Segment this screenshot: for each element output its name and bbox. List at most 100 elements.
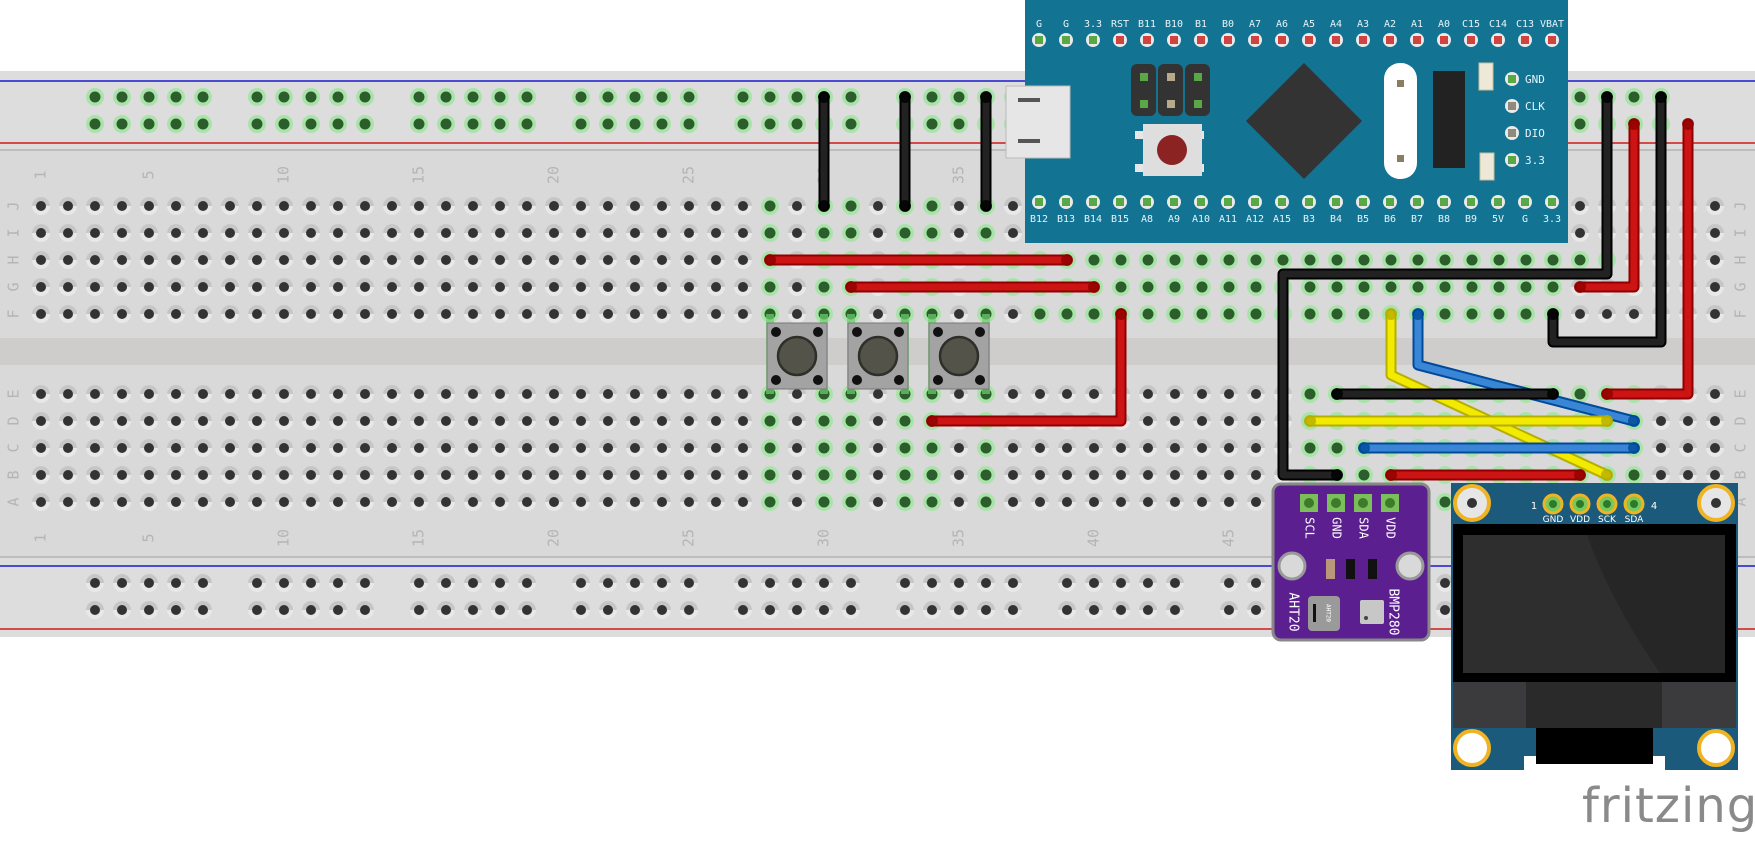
hole-J12[interactable] [329,197,347,215]
hole-G56[interactable] [1517,278,1535,296]
top-rail-hole[interactable] [356,88,374,106]
hole-C42[interactable] [1139,439,1157,457]
hole-I18[interactable] [491,224,509,242]
hole-C9[interactable] [248,439,266,457]
hole-B19[interactable] [518,466,536,484]
hole-H40[interactable] [1085,251,1103,269]
hole-D4[interactable] [113,412,131,430]
hole-D8[interactable] [221,412,239,430]
hole-F37[interactable] [1004,305,1022,323]
hole-A21[interactable] [572,493,590,511]
pin-g[interactable] [1062,36,1070,44]
hole-F26[interactable] [707,305,725,323]
top-rail-hole[interactable] [491,88,509,106]
wire-end[interactable] [818,200,830,212]
hole-D32[interactable] [869,412,887,430]
hole-E13[interactable] [356,385,374,403]
hole-B1[interactable] [32,466,50,484]
hole-C62[interactable] [1679,439,1697,457]
hole-C34[interactable] [923,439,941,457]
boot-jumper-header[interactable] [1131,64,1210,116]
debug-pin-clk[interactable] [1508,102,1516,110]
hole-J17[interactable] [464,197,482,215]
hole-E44[interactable] [1193,385,1211,403]
top-rail-hole[interactable] [734,115,752,133]
hole-C44[interactable] [1193,439,1211,457]
bottom-rail-hole[interactable] [464,601,482,619]
hole-I2[interactable] [59,224,77,242]
bottom-rail-hole[interactable] [1085,574,1103,592]
bottom-rail-hole[interactable] [788,601,806,619]
pin-3.3[interactable] [1548,198,1556,206]
hole-A20[interactable] [545,493,563,511]
wire-end[interactable] [1331,469,1343,481]
hole-H3[interactable] [86,251,104,269]
pin-c13[interactable] [1521,36,1529,44]
hole-I9[interactable] [248,224,266,242]
top-rail-hole[interactable] [491,115,509,133]
hole-I19[interactable] [518,224,536,242]
wire-core[interactable] [1576,120,1638,291]
wire-end[interactable] [1655,91,1667,103]
wire-11[interactable] [1385,308,1613,481]
bottom-rail-hole[interactable] [356,601,374,619]
hole-H16[interactable] [437,251,455,269]
top-rail-hole[interactable] [140,115,158,133]
hole-J37[interactable] [1004,197,1022,215]
hole-H5[interactable] [140,251,158,269]
hole-G27[interactable] [734,278,752,296]
hole-H22[interactable] [599,251,617,269]
hole-F50[interactable] [1355,305,1373,323]
pin-a6[interactable] [1278,36,1286,44]
hole-H8[interactable] [221,251,239,269]
hole-B60[interactable] [1625,466,1643,484]
wire-1[interactable] [818,91,830,212]
hole-C33[interactable] [896,439,914,457]
hole-D46[interactable] [1247,412,1265,430]
hole-E42[interactable] [1139,385,1157,403]
pin-a7[interactable] [1251,36,1259,44]
hole-J35[interactable] [950,197,968,215]
top-rail-hole[interactable] [329,115,347,133]
hole-C15[interactable] [410,439,428,457]
hole-B7[interactable] [194,466,212,484]
top-rail-hole[interactable] [275,115,293,133]
hole-G5[interactable] [140,278,158,296]
hole-E38[interactable] [1031,385,1049,403]
hole-D62[interactable] [1679,412,1697,430]
top-rail-hole[interactable] [923,88,941,106]
hole-G22[interactable] [599,278,617,296]
wire-end[interactable] [1628,118,1640,130]
hole-F6[interactable] [167,305,185,323]
hole-B21[interactable] [572,466,590,484]
hole-H49[interactable] [1328,251,1346,269]
hole-H55[interactable] [1490,251,1508,269]
hole-A26[interactable] [707,493,725,511]
hole-D26[interactable] [707,412,725,430]
hole-I8[interactable] [221,224,239,242]
bottom-rail-hole[interactable] [275,601,293,619]
wire-end[interactable] [899,200,911,212]
hole-A22[interactable] [599,493,617,511]
hole-F43[interactable] [1166,305,1184,323]
wire-10[interactable] [1601,118,1694,400]
oled-pin-hole[interactable] [1603,500,1611,508]
pin-b3[interactable] [1305,198,1313,206]
hole-E8[interactable] [221,385,239,403]
hole-B16[interactable] [437,466,455,484]
hole-J26[interactable] [707,197,725,215]
hole-I31[interactable] [842,224,860,242]
hole-A29[interactable] [788,493,806,511]
top-rail-hole[interactable] [788,115,806,133]
hole-B12[interactable] [329,466,347,484]
hole-D30[interactable] [815,412,833,430]
hole-F18[interactable] [491,305,509,323]
top-rail-hole[interactable] [680,88,698,106]
hole-C45[interactable] [1220,439,1238,457]
hole-A12[interactable] [329,493,347,511]
hole-I3[interactable] [86,224,104,242]
hole-I6[interactable] [167,224,185,242]
bottom-rail-hole[interactable] [977,601,995,619]
hole-A41[interactable] [1112,493,1130,511]
hole-F20[interactable] [545,305,563,323]
